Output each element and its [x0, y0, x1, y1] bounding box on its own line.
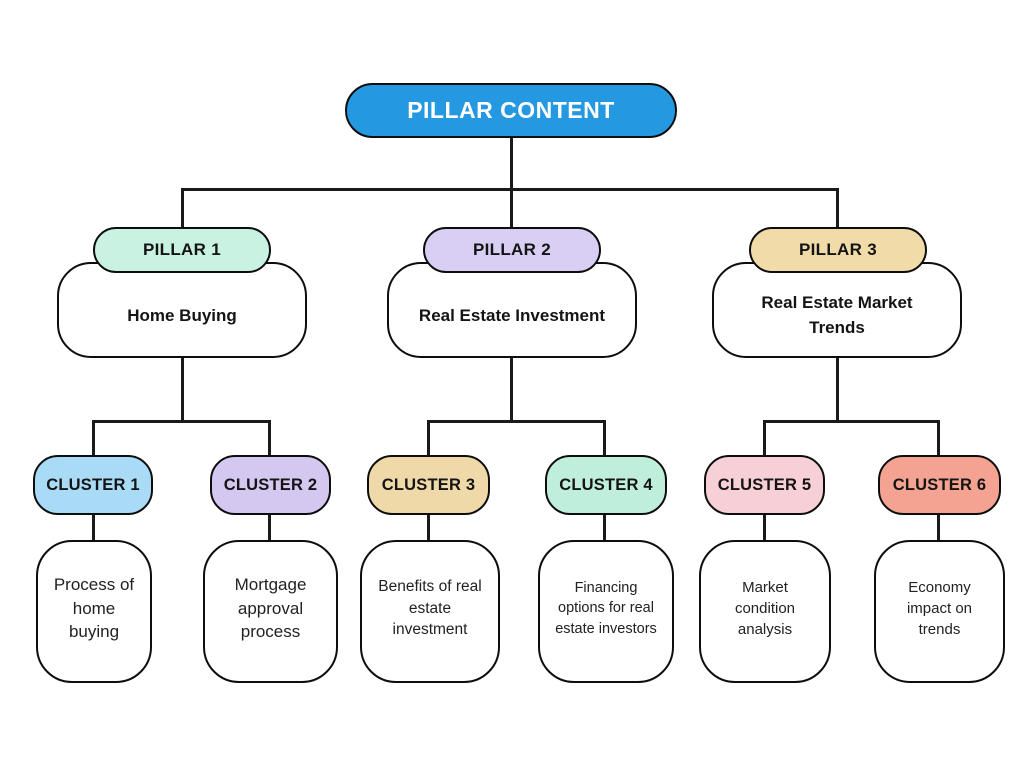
cluster-3-label: CLUSTER 3: [381, 475, 476, 494]
connector-pillar-2-vertical: [510, 357, 513, 422]
connector-drop-cluster-5: [763, 420, 766, 456]
pillar-1-topic-box: Home Buying: [57, 262, 307, 358]
connector-drop-cluster-1: [92, 420, 95, 456]
cluster-5-label: CLUSTER 5: [717, 475, 812, 494]
cluster-2-header: CLUSTER 2: [210, 455, 331, 515]
cluster-5-topic: Market condition analysis: [734, 579, 796, 638]
connector-drop-pillar-2: [510, 188, 513, 229]
pillar-3-label: PILLAR 3: [799, 240, 877, 259]
connector-drop-cluster-3: [427, 420, 430, 456]
connector-stem-cluster-4: [603, 513, 606, 541]
cluster-6-header: CLUSTER 6: [878, 455, 1001, 515]
root-node-pillar-content: PILLAR CONTENT: [345, 83, 677, 138]
cluster-5-topic-box: Market condition analysis: [699, 540, 831, 683]
connector-pillar-1-vertical: [181, 357, 184, 422]
cluster-3-topic: Benefits of real estate investment: [378, 577, 482, 639]
pillar-1-topic: Home Buying: [127, 305, 237, 325]
pillar-1-header: PILLAR 1: [93, 227, 271, 273]
connector-drop-pillar-1: [181, 188, 184, 229]
cluster-1-header: CLUSTER 1: [33, 455, 153, 515]
cluster-2-topic-box: Mortgage approval process: [203, 540, 338, 683]
connector-drop-pillar-3: [836, 188, 839, 229]
pillar-2-topic-box: Real Estate Investment: [387, 262, 637, 358]
connector-drop-cluster-2: [268, 420, 271, 456]
cluster-6-label: CLUSTER 6: [892, 475, 987, 494]
connector-stem-cluster-6: [937, 513, 940, 541]
pillar-2-topic: Real Estate Investment: [418, 305, 606, 325]
connector-pillar-3-vertical: [836, 357, 839, 422]
cluster-6-topic: Economy impact on trends: [906, 579, 973, 638]
cluster-4-topic: Financing options for real estate invest…: [555, 580, 657, 637]
pillar-3-header: PILLAR 3: [749, 227, 927, 273]
cluster-4-header: CLUSTER 4: [545, 455, 667, 515]
connector-stem-cluster-5: [763, 513, 766, 541]
pillar-3-topic-box: Real Estate Market Trends: [712, 262, 962, 358]
connector-pillar-3-horizontal: [763, 420, 939, 423]
connector-stem-cluster-1: [92, 513, 95, 541]
root-node-label: PILLAR CONTENT: [407, 97, 615, 123]
pillar-3-topic: Real Estate Market Trends: [761, 293, 913, 337]
connector-drop-cluster-6: [937, 420, 940, 456]
cluster-1-topic-box: Process of home buying: [36, 540, 152, 683]
cluster-1-label: CLUSTER 1: [46, 475, 140, 494]
connector-drop-cluster-4: [603, 420, 606, 456]
cluster-6-topic-box: Economy impact on trends: [874, 540, 1005, 683]
cluster-1-topic: Process of home buying: [53, 574, 135, 642]
pillar-1-label: PILLAR 1: [143, 240, 221, 259]
cluster-2-label: CLUSTER 2: [223, 475, 318, 494]
pillar-2-label: PILLAR 2: [473, 240, 551, 259]
connector-stem-cluster-2: [268, 513, 271, 541]
cluster-5-header: CLUSTER 5: [704, 455, 825, 515]
connector-pillar-1-horizontal: [92, 420, 271, 423]
connector-stem-cluster-3: [427, 513, 430, 541]
cluster-2-topic: Mortgage approval process: [234, 574, 307, 642]
pillar-2-header: PILLAR 2: [423, 227, 601, 273]
connector-root-vertical: [510, 137, 513, 189]
cluster-4-topic-box: Financing options for real estate invest…: [538, 540, 674, 683]
connector-pillar-2-horizontal: [427, 420, 606, 423]
cluster-3-topic-box: Benefits of real estate investment: [360, 540, 500, 683]
cluster-3-header: CLUSTER 3: [367, 455, 490, 515]
cluster-4-label: CLUSTER 4: [559, 475, 653, 494]
